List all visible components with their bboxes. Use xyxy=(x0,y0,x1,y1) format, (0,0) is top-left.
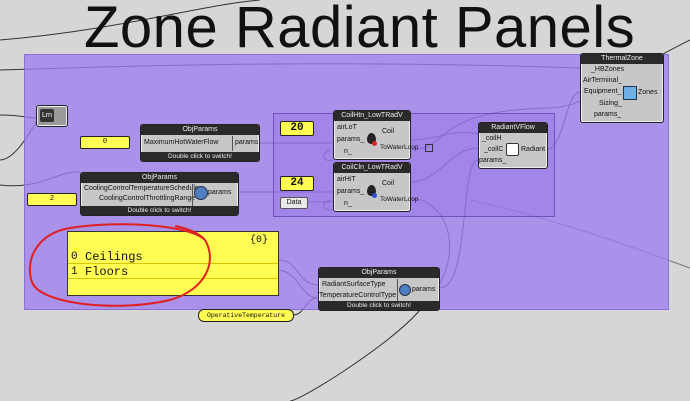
list-item: Ceilings xyxy=(85,250,143,264)
output-param[interactable]: params xyxy=(208,189,232,196)
component-title: ObjParams xyxy=(141,125,259,135)
max-flow-slider[interactable]: 0 xyxy=(80,136,130,149)
output-param[interactable]: Radiant xyxy=(521,146,546,153)
radiant-vflow-component[interactable]: RadiantVFlow _coilH _coilC params_ Radia… xyxy=(478,122,548,169)
component-title: RadiantVFlow xyxy=(479,123,547,133)
input-param[interactable]: Equipment_ xyxy=(584,88,622,95)
input-param[interactable]: TemperatureControlType xyxy=(319,292,397,299)
upload-icon xyxy=(425,144,433,152)
water-drop-icon xyxy=(367,185,376,196)
output-param[interactable]: params xyxy=(235,139,259,146)
panel-divider xyxy=(68,263,278,264)
output-param[interactable]: params xyxy=(412,286,436,293)
divider xyxy=(232,136,233,151)
output-param[interactable]: ToWaterLoop xyxy=(380,144,419,151)
component-title: ThermalZone xyxy=(581,54,663,64)
list-item-index: 1 xyxy=(71,266,78,278)
input-param[interactable]: airLoT xyxy=(337,124,357,131)
input-param[interactable]: n_ xyxy=(344,200,352,207)
list-item: Floors xyxy=(85,265,129,279)
thermal-zone-component[interactable]: ThermalZone _HBZones AirTerminal_ Equipm… xyxy=(580,53,664,123)
component-title: ObjParams xyxy=(319,268,439,278)
input-param[interactable]: n_ xyxy=(344,148,352,155)
heat-dot-icon xyxy=(372,141,377,146)
radiant-icon xyxy=(506,143,519,156)
data-param[interactable]: Data xyxy=(280,197,308,209)
input-param[interactable]: Sizing_ xyxy=(599,100,622,107)
input-param[interactable]: RadiantSurfaceType xyxy=(322,281,386,288)
settings-icon xyxy=(399,284,411,296)
settings-icon xyxy=(194,186,208,200)
panel-divider xyxy=(68,278,278,279)
component-footer: Double click to switch! xyxy=(319,301,439,310)
output-param[interactable]: Zones xyxy=(638,89,658,96)
component-footer: Double click to switch! xyxy=(81,206,238,215)
wire xyxy=(0,0,261,41)
input-param[interactable]: params_ xyxy=(594,111,622,118)
heating-temp-slider[interactable]: 20 xyxy=(280,121,314,136)
water-drop-icon xyxy=(367,133,376,144)
input-param[interactable]: AirTerminal_ xyxy=(583,77,622,84)
obj-params-surface[interactable]: ObjParams RadiantSurfaceType Temperature… xyxy=(318,267,440,311)
panel-header: {0} xyxy=(249,235,268,246)
output-param[interactable]: Coil xyxy=(382,128,395,135)
throttling-slider[interactable]: 2 xyxy=(27,193,77,206)
operative-temperature-panel[interactable]: OperativeTemperature xyxy=(198,309,294,322)
list-icon: Lrn xyxy=(40,109,54,122)
component-title: CoilHtn_LowTRadV xyxy=(334,111,410,121)
input-param[interactable]: airHiT xyxy=(337,176,356,183)
input-param[interactable]: _coilC xyxy=(484,146,504,153)
list-length-component[interactable]: Lrn xyxy=(36,105,68,127)
coil-heating-component[interactable]: CoilHtn_LowTRadV airLoT params_ n_ Coil … xyxy=(333,110,433,160)
divider xyxy=(192,184,193,206)
output-param[interactable]: ToWaterLoop xyxy=(380,196,419,203)
input-param[interactable]: CoolingControlThrottlingRange xyxy=(99,195,196,202)
component-title: CoilCln_LowTRadV xyxy=(334,163,410,173)
obj-params-hotwater[interactable]: ObjParams MaximumHotWaterFlow params Dou… xyxy=(140,124,260,162)
zone-cube-icon xyxy=(623,86,637,100)
page-title: Zone Radiant Panels xyxy=(84,0,636,60)
component-footer: Double click to switch! xyxy=(141,152,259,161)
cooling-temp-slider[interactable]: 24 xyxy=(280,176,314,191)
coil-cooling-component[interactable]: CoilCln_LowTRadV airHiT params_ n_ Coil … xyxy=(333,162,418,212)
input-param[interactable]: params_ xyxy=(337,136,365,143)
output-param[interactable]: Coil xyxy=(382,180,395,187)
input-param[interactable]: MaximumHotWaterFlow xyxy=(144,139,219,146)
cool-dot-icon xyxy=(372,193,377,198)
input-param[interactable]: params_ xyxy=(337,188,365,195)
list-item-index: 0 xyxy=(71,251,78,263)
input-param[interactable]: params_ xyxy=(479,157,507,164)
surface-type-panel[interactable]: {0} 0 Ceilings 1 Floors xyxy=(67,231,279,296)
input-param[interactable]: _coilH xyxy=(482,135,502,142)
divider xyxy=(397,279,398,301)
obj-params-cooling[interactable]: ObjParams CoolingControlTemperatureSched… xyxy=(80,172,239,216)
input-param[interactable]: CoolingControlTemperatureSchedule xyxy=(84,185,199,192)
component-title: ObjParams xyxy=(81,173,238,183)
input-param[interactable]: _HBZones xyxy=(591,66,625,73)
